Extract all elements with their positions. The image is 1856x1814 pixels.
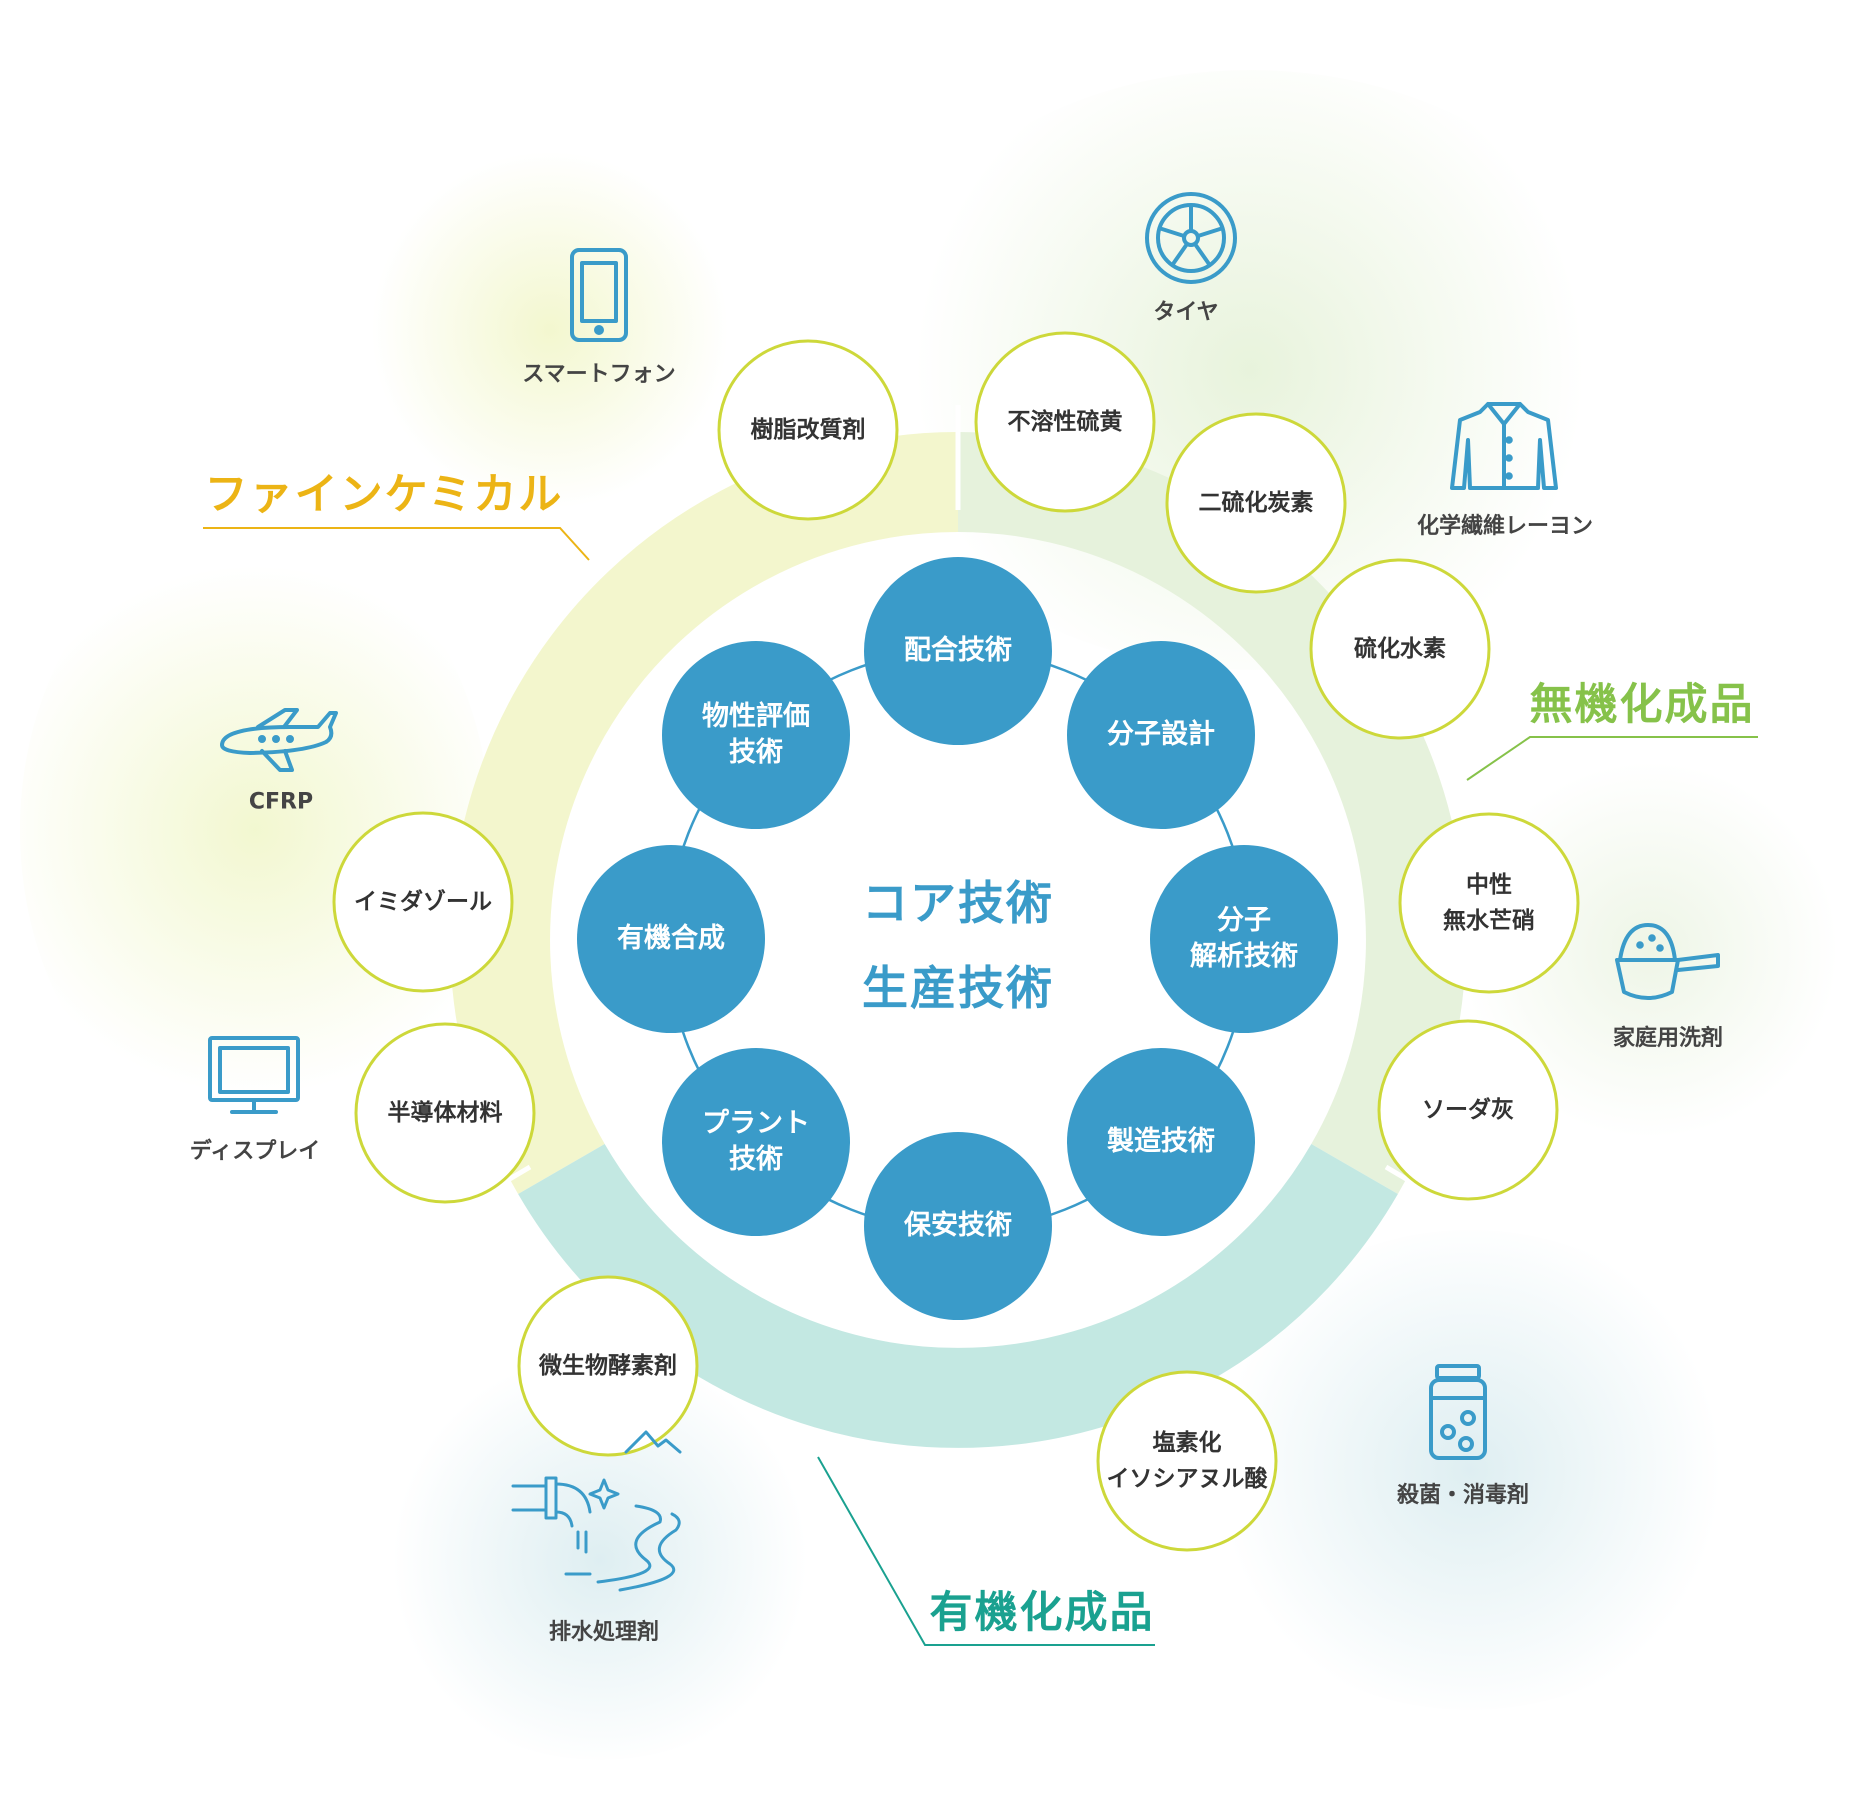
category-label-inorganic: 無機化成品 xyxy=(1529,680,1755,730)
category-label-organic: 有機化成品 xyxy=(929,1588,1155,1638)
tech-circle-molecular-analysis xyxy=(1150,845,1338,1033)
shirt-icon xyxy=(1450,402,1558,490)
tech-circle-blending-circle xyxy=(864,557,1052,745)
core-title-line1: コア技術 xyxy=(862,876,1054,930)
product-label-resin-modifier: 樹脂改質剤 xyxy=(750,417,866,443)
product-circle-carbon-disulfide-circle xyxy=(1165,412,1347,594)
product-circle-neutral-sodium-sulfate xyxy=(1398,812,1580,994)
product-circle-hydrogen-sulfide-circle xyxy=(1309,558,1491,740)
product-circle-chlorinated-isocyanuric-acid xyxy=(1096,1370,1278,1552)
app-label-display: ディスプレイ xyxy=(189,1139,321,1164)
tech-circle-plant xyxy=(662,1048,850,1236)
tech-circle-organic-synthesis xyxy=(577,845,765,1033)
detergent-scoop-icon xyxy=(1615,923,1720,1000)
app-label-cfrp: CFRP xyxy=(248,789,314,815)
product-circle-semiconductor-material xyxy=(354,1022,536,1204)
tech-label-property-evaluation: 物性評価技術 xyxy=(702,701,810,768)
product-circle-hydrogen-sulfide xyxy=(1309,558,1491,740)
leader-line-organic xyxy=(817,1456,1155,1646)
tech-circle-manufacturing-circle xyxy=(1067,1048,1255,1236)
product-circle-imidazole xyxy=(332,811,514,993)
tech-label-safety: 保安技術 xyxy=(904,1210,1012,1241)
app-label-rayon: 化学繊維レーヨン xyxy=(1416,514,1594,539)
app-label-detergent: 家庭用洗剤 xyxy=(1612,1026,1724,1051)
app-label-wastewater: 排水処理剤 xyxy=(548,1620,660,1645)
product-label-semiconductor-material: 半導体材料 xyxy=(387,1100,503,1126)
product-circle-resin-modifier xyxy=(717,339,899,521)
product-circles xyxy=(332,331,1580,1552)
tech-circle-molecular-design-circle xyxy=(1067,641,1255,829)
ring-segment-organic xyxy=(518,1143,1398,1448)
ring-separator-right xyxy=(1384,1164,1437,1199)
product-label-soda-ash: ソーダ灰 xyxy=(1422,1097,1514,1123)
technology-circles xyxy=(577,557,1338,1320)
leader-line-fine-chemical xyxy=(203,527,590,561)
product-label-neutral-sodium-sulfate: 中性無水芒硝 xyxy=(1443,872,1535,934)
app-label-disinfectant: 殺菌・消毒剤 xyxy=(1396,1483,1530,1508)
pill-bottle-icon xyxy=(1429,1364,1487,1460)
wastewater-icon xyxy=(511,1430,682,1592)
product-circle-microbial-enzyme xyxy=(517,1275,699,1457)
airplane-icon xyxy=(220,708,338,772)
app-label-tire: タイヤ xyxy=(1153,300,1219,325)
product-circle-imidazole-circle xyxy=(332,811,514,993)
product-circle-semiconductor-material-circle xyxy=(354,1022,536,1204)
tech-circle-property-evaluation xyxy=(662,641,850,829)
product-circle-neutral-sodium-sulfate-circle xyxy=(1398,812,1580,994)
product-circle-resin-modifier-circle xyxy=(717,339,899,521)
tech-circle-blending xyxy=(864,557,1052,745)
product-circle-insoluble-sulfur xyxy=(974,331,1156,513)
tech-circle-manufacturing xyxy=(1067,1048,1255,1236)
bg-glow-fine-top xyxy=(370,150,730,510)
tech-circle-safety-circle xyxy=(864,1132,1052,1320)
product-label-imidazole: イミダゾール xyxy=(354,889,492,915)
tech-label-molecular-analysis: 分子解析技術 xyxy=(1190,905,1298,972)
tech-label-molecular-design: 分子設計 xyxy=(1107,719,1215,750)
product-circle-soda-ash-circle xyxy=(1377,1019,1559,1201)
product-label-chlorinated-isocyanuric-acid: 塩素化イソシアヌル酸 xyxy=(1106,1430,1268,1492)
product-label-microbial-enzyme: 微生物酵素剤 xyxy=(539,1353,677,1379)
tech-circle-property-evaluation-circle xyxy=(662,641,850,829)
core-title-line2: 生産技術 xyxy=(862,961,1054,1015)
monitor-icon xyxy=(208,1036,300,1114)
tech-circle-organic-synthesis-circle xyxy=(577,845,765,1033)
tech-label-organic-synthesis: 有機合成 xyxy=(617,923,725,954)
product-circle-chlorinated-isocyanuric-acid-circle xyxy=(1096,1370,1278,1552)
tech-circle-plant-circle xyxy=(662,1048,850,1236)
app-label-smartphone: スマートフォン xyxy=(522,362,676,387)
tech-label-manufacturing: 製造技術 xyxy=(1107,1126,1215,1157)
tech-label-blending: 配合技術 xyxy=(904,635,1012,666)
product-label-hydrogen-sulfide: 硫化水素 xyxy=(1354,636,1446,662)
product-label-insoluble-sulfur: 不溶性硫黄 xyxy=(1007,409,1123,435)
tech-circle-molecular-analysis-circle xyxy=(1150,845,1338,1033)
smartphone-icon xyxy=(570,248,628,342)
category-label-fine-chemical: ファインケミカル xyxy=(204,470,564,520)
tech-circle-molecular-design xyxy=(1067,641,1255,829)
tech-label-plant: プラント技術 xyxy=(702,1108,810,1175)
product-label-carbon-disulfide: 二硫化炭素 xyxy=(1198,490,1314,516)
product-circle-carbon-disulfide xyxy=(1165,412,1347,594)
leader-line-inorganic xyxy=(1466,736,1758,781)
product-circle-soda-ash xyxy=(1377,1019,1559,1201)
product-circle-microbial-enzyme-circle xyxy=(517,1275,699,1457)
product-circle-insoluble-sulfur-circle xyxy=(974,331,1156,513)
tech-circle-safety xyxy=(864,1132,1052,1320)
tire-icon xyxy=(1145,192,1237,284)
